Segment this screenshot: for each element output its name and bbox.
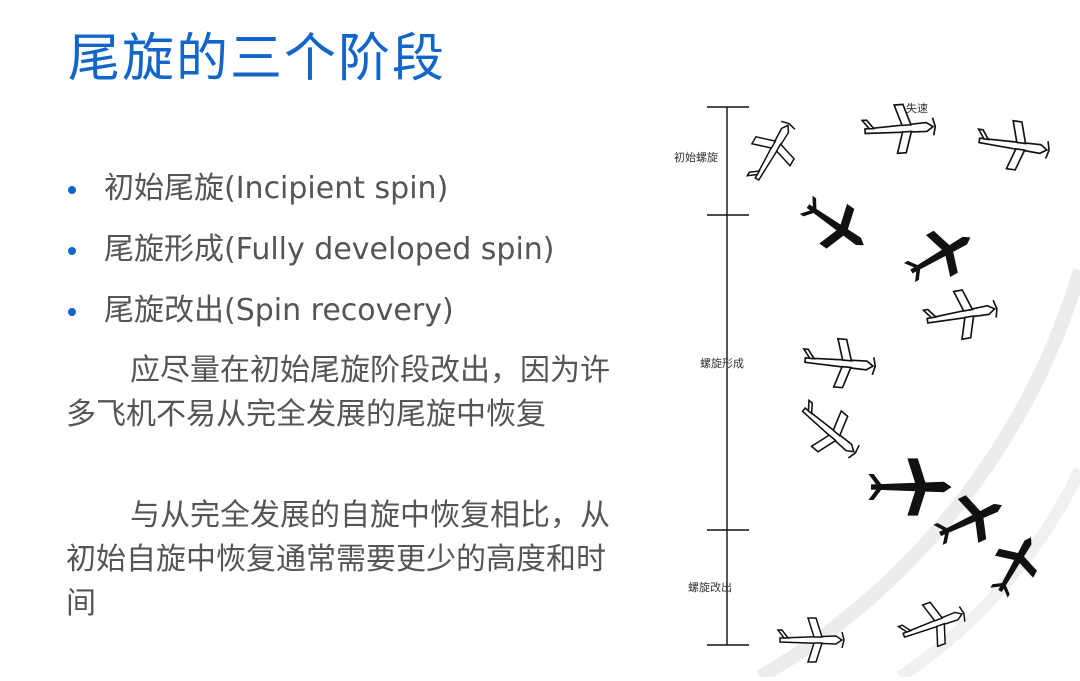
bullet-dot (68, 308, 76, 316)
airplane-icon (897, 216, 983, 294)
airplane-icon (792, 184, 878, 266)
airplane-icon (799, 334, 879, 392)
spin-diagram-svg: 失速 初始螺旋 螺旋形成 螺旋改出 (674, 101, 1054, 663)
paragraph-comparison: 与从完全发展的自旋中恢复相比，从初始自旋中恢复通常需要更少的高度和时间 (66, 498, 610, 621)
label-stall: 失速 (906, 102, 928, 115)
airplane-icon (893, 591, 973, 658)
bullet-dot (68, 186, 76, 194)
label-recovery: 螺旋改出 (688, 580, 732, 594)
airplane-icon (920, 283, 1002, 346)
bullet-text: 初始尾旋(Incipient spin) (104, 171, 449, 206)
airplane-icon (868, 458, 952, 516)
airplane-icon (777, 617, 845, 663)
bullet-item: 初始尾旋(Incipient spin) (66, 166, 555, 227)
bullet-dot (68, 247, 76, 255)
label-incipient: 初始螺旋 (674, 150, 718, 164)
spin-phases-diagram: 失速 初始螺旋 螺旋形成 螺旋改出 (660, 95, 1080, 677)
phase-scale (707, 106, 749, 646)
bullet-item: 尾旋改出(Spin recovery) (66, 288, 555, 349)
airplane-icon (979, 526, 1051, 604)
airplane-icon (927, 483, 1013, 557)
airplane-icon (786, 389, 871, 472)
bullet-list: 初始尾旋(Incipient spin) 尾旋形成(Fully develope… (66, 166, 555, 349)
slide-title: 尾旋的三个阶段 (68, 29, 447, 89)
bullet-text: 尾旋改出(Spin recovery) (104, 293, 454, 328)
bullet-text: 尾旋形成(Fully developed spin) (104, 232, 555, 267)
bullet-item: 尾旋形成(Fully developed spin) (66, 227, 555, 288)
airplane-icon (972, 115, 1054, 175)
paragraph-early-recovery: 应尽量在初始尾旋阶段改出，因为许多飞机不易从完全发展的尾旋中恢复 (66, 353, 610, 432)
label-developed: 螺旋形成 (700, 356, 744, 370)
airplane-icon (736, 111, 809, 193)
